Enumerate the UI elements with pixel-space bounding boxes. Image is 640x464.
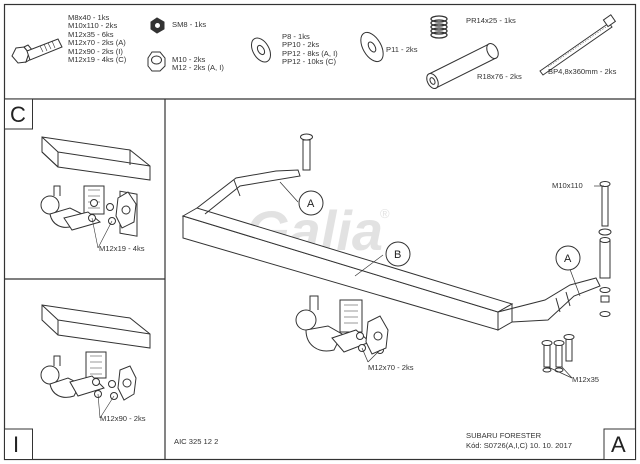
i-bolt-label: M12x90 - 2ks [100, 414, 146, 423]
tube-label: R18x76 - 2ks [477, 72, 522, 81]
bolt-icon [11, 38, 63, 64]
main-crossbar [181, 133, 601, 331]
main-hitch [295, 295, 389, 355]
callout-circles [298, 190, 581, 271]
washer-list: P8 - 1ks PP10 - 2ks PP12 - 8ks (A, I) PP… [282, 32, 338, 67]
vehicle-name: SUBARU FORESTER [466, 431, 542, 440]
callout-a1: A [307, 198, 315, 210]
bolt-list: M8x40 - 1ks M10x110 - 2ks M12x35 - 6ks M… [68, 13, 127, 65]
spring-icon [430, 15, 448, 39]
panel-i-drawing [40, 304, 151, 401]
washer-icon [251, 37, 271, 63]
spring-label: PR14x25 - 1ks [466, 16, 516, 25]
panel-c-letter: C [10, 102, 26, 127]
watermark-mark: ® [380, 206, 390, 221]
cable-tie-icon [539, 14, 617, 76]
callout-b-circle [385, 241, 411, 267]
large-washer-label: P11 - 2ks [386, 45, 418, 54]
callout-a1-circle [298, 190, 324, 216]
nut-list: M10 - 2ks M12 - 2ks (A, I) [172, 55, 224, 73]
panel-c-drawing [40, 136, 151, 237]
a-letter-box [603, 428, 636, 460]
tube-icon [426, 43, 499, 89]
panel-a-letter: A [611, 432, 626, 457]
outer-frame [3, 3, 637, 461]
panel-i-letter: I [13, 432, 20, 457]
code-line: Kód: S0726(A,I,C) 10. 10. 2017 [466, 441, 572, 450]
callout-b: B [394, 249, 401, 261]
tie-label: BP4,8x360mm - 2ks [548, 67, 617, 76]
doc-code: AIC 325 12 2 [174, 437, 219, 446]
c-bolt-label: M12x19 - 4ks [99, 244, 145, 253]
m12x70-label: M12x70 - 2ks [368, 363, 414, 372]
right-hardware [541, 181, 612, 373]
hex-nut-icon [147, 51, 166, 72]
m10x110-label: M10x110 [552, 181, 583, 190]
i-letter-box [4, 428, 33, 460]
m12x35-label: M12x35 [572, 375, 600, 384]
large-washer-icon [360, 31, 384, 63]
c-letter-box [4, 98, 33, 130]
callout-a2-circle [555, 245, 581, 271]
callout-a2: A [564, 253, 572, 265]
sm8-nut-icon [150, 17, 165, 34]
sm8-nut-label: SM8 - 1ks [172, 20, 207, 29]
